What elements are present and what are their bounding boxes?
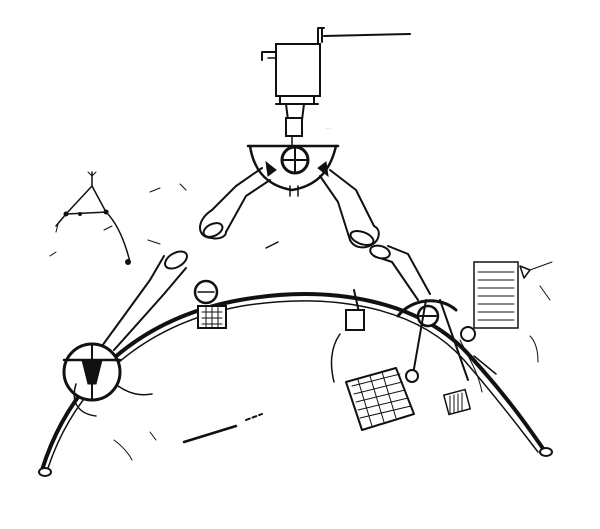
svg-text:· ·: · ·	[326, 126, 331, 132]
top-left-tube	[199, 167, 271, 240]
top-right-tube	[319, 169, 380, 249]
right-notes-sheet	[473, 261, 553, 329]
right-lower-panel	[345, 367, 415, 431]
top-head-assembly	[246, 144, 340, 197]
loose-strokes	[113, 183, 539, 461]
left-clamp-gauge	[193, 279, 227, 329]
right-head-assembly	[396, 299, 476, 383]
right-upper-tube	[369, 244, 431, 301]
right-pole-clamp	[330, 289, 365, 383]
right-small-box	[442, 388, 472, 416]
left-tube	[101, 250, 188, 351]
handwritten-annotation	[438, 473, 558, 499]
top-connector-stem: · ·	[285, 103, 331, 147]
left-thumbnail-sketch	[49, 171, 161, 265]
left-head-assembly	[62, 342, 153, 417]
top-mount-bracket	[261, 27, 411, 105]
